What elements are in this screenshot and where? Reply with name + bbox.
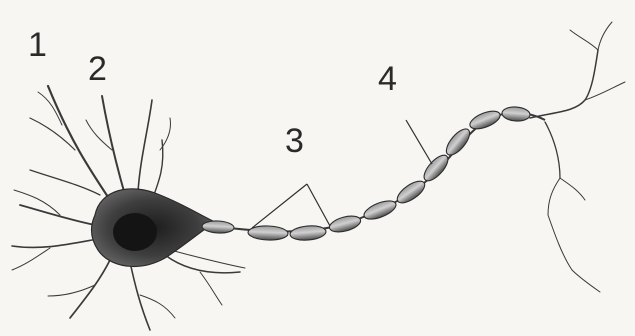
label-3: 3 bbox=[285, 124, 304, 158]
leader-line-3a bbox=[252, 184, 307, 228]
myelin-sheath bbox=[202, 106, 531, 242]
label-2: 2 bbox=[88, 52, 107, 86]
axon-terminals bbox=[530, 22, 625, 292]
cell-body bbox=[92, 189, 215, 267]
leader-line-4 bbox=[406, 120, 432, 164]
label-4: 4 bbox=[378, 62, 397, 96]
label-1: 1 bbox=[28, 28, 47, 62]
nucleus bbox=[113, 213, 157, 251]
leader-line-3b bbox=[307, 184, 330, 226]
leader-lines bbox=[252, 120, 432, 228]
